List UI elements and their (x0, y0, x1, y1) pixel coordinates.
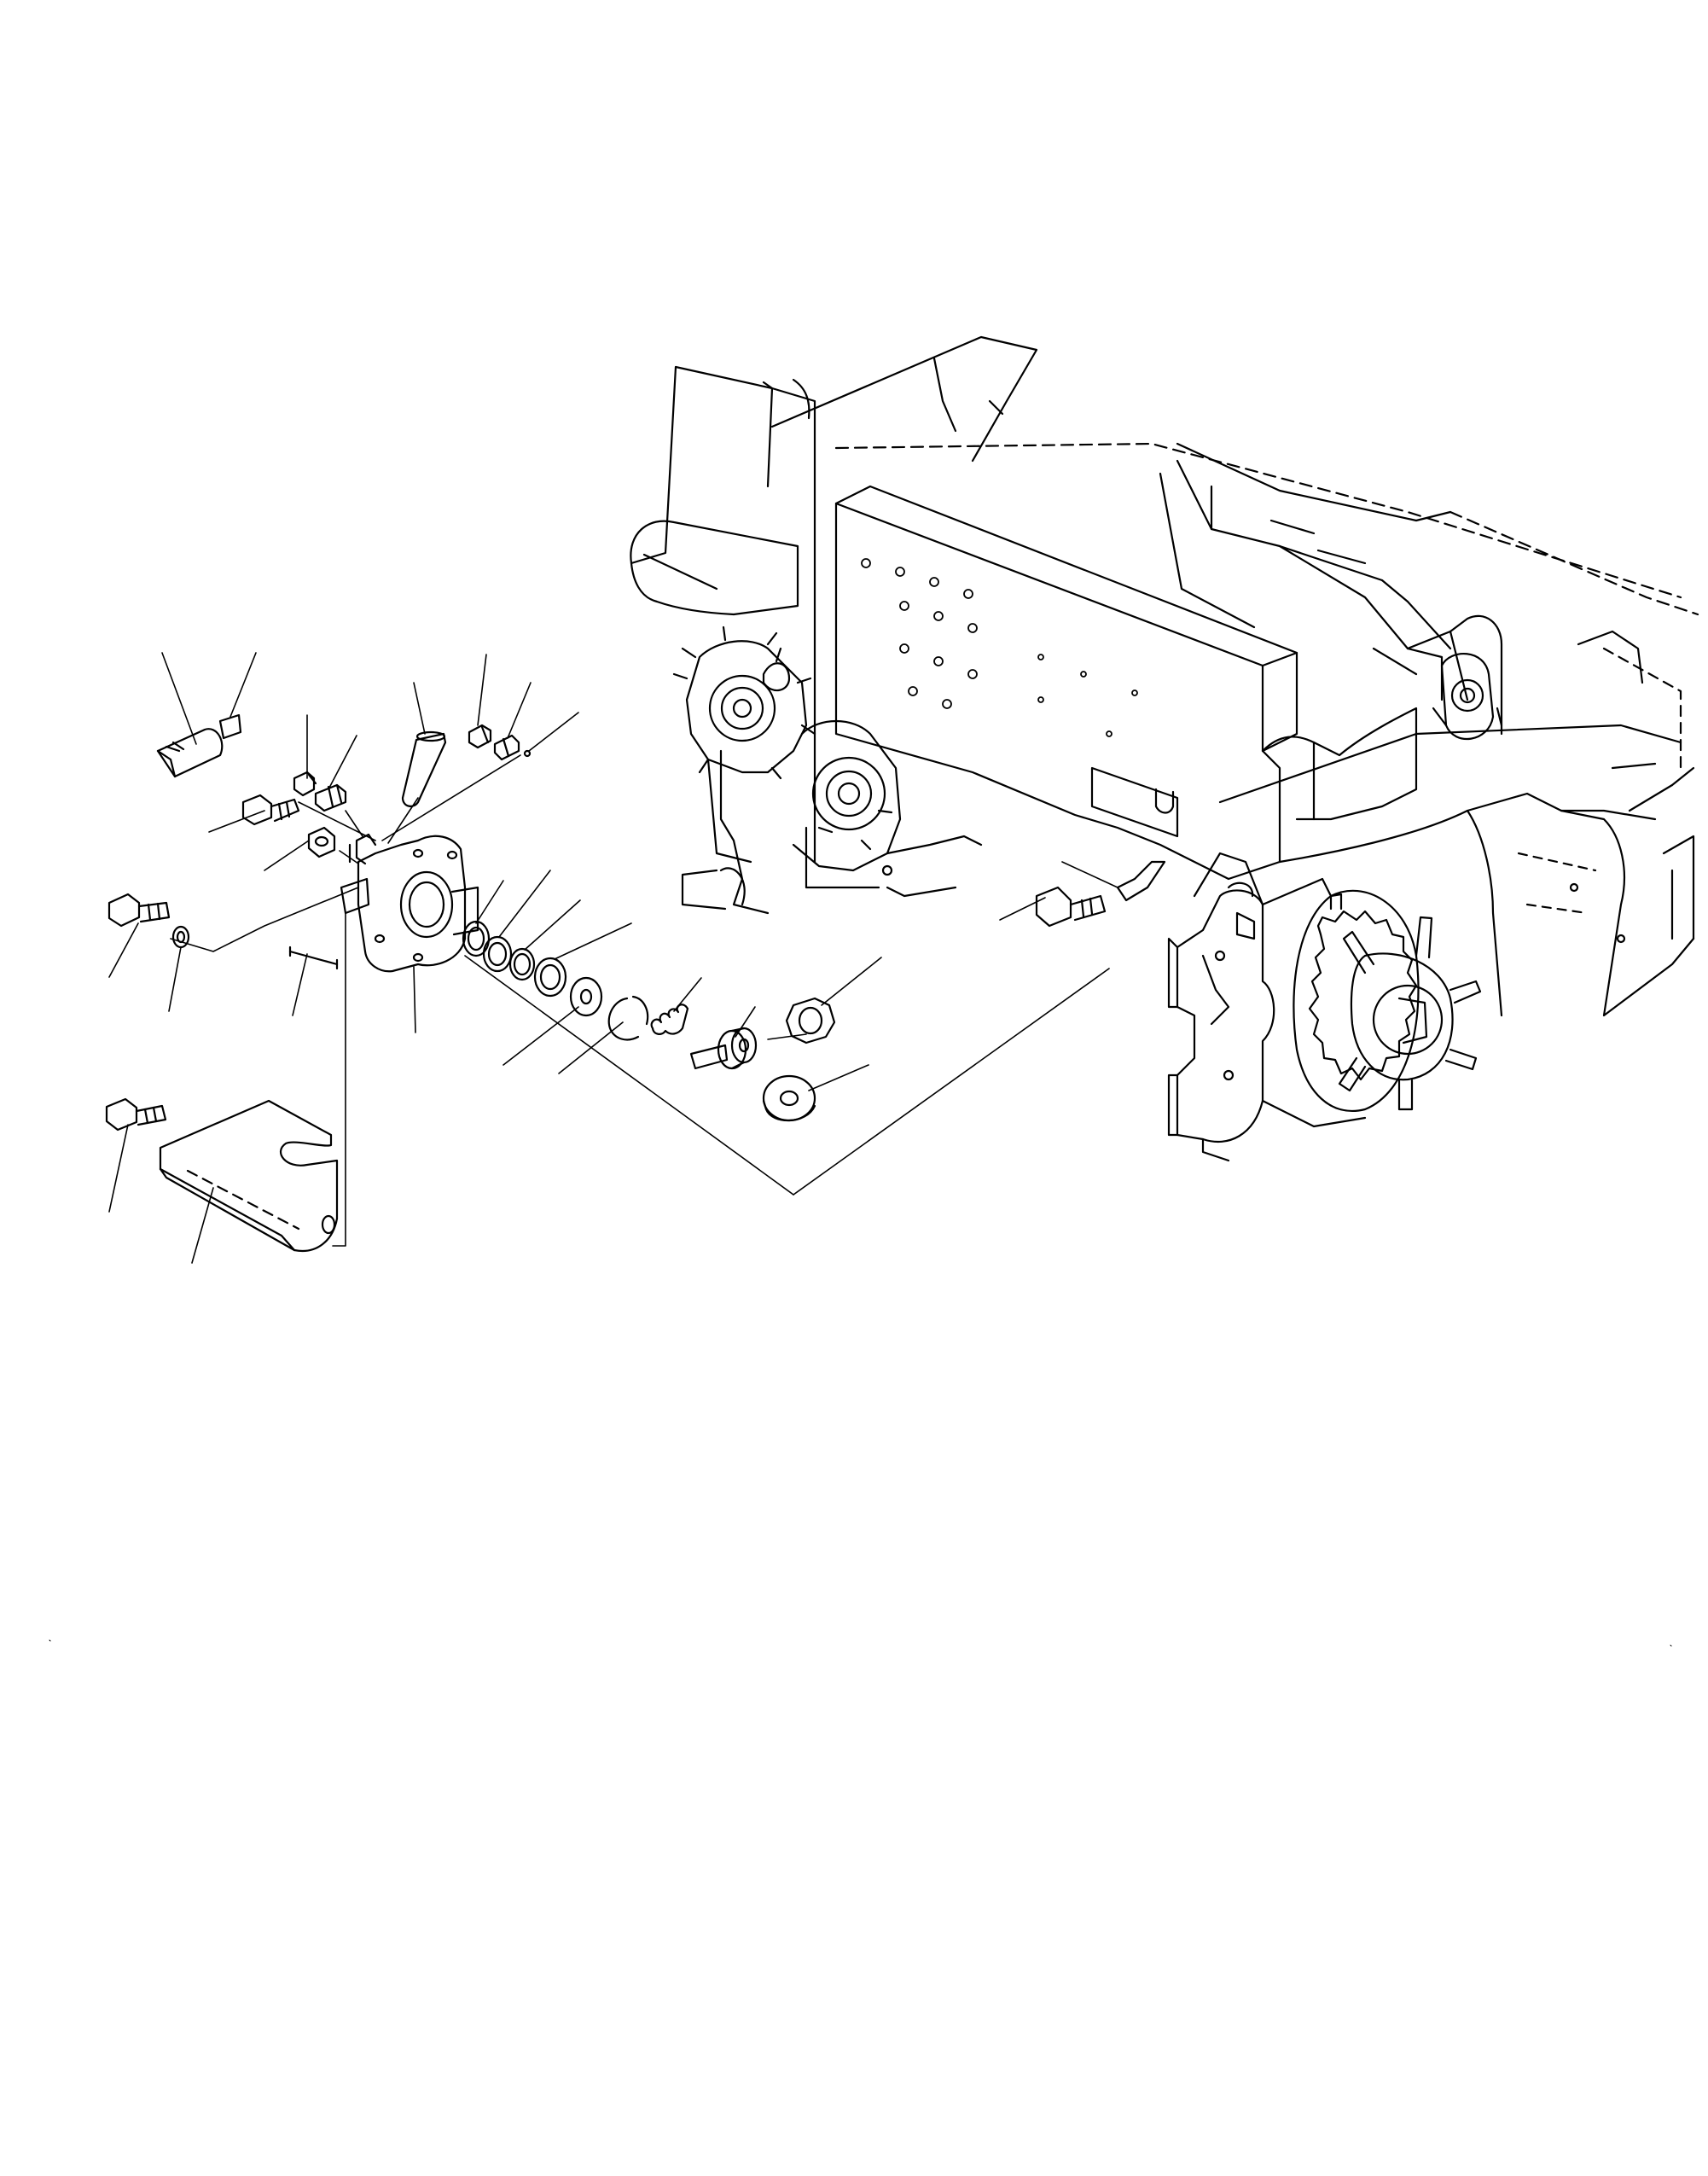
pin-part (401, 732, 447, 807)
snap-ring-part (607, 995, 649, 1041)
grease-fitting-part (468, 724, 492, 749)
seal-ring-part (462, 920, 491, 957)
bolt-part-3 (105, 1097, 138, 1132)
assembly-reference-lines (170, 754, 1110, 1247)
nut-part (307, 826, 336, 858)
right-wheel-hub-assembly (1167, 852, 1482, 1162)
flat-washer-part (569, 976, 603, 1017)
hex-washer-part (785, 997, 836, 1044)
exploded-parts (105, 713, 836, 1253)
grease-fitting-part-2 (493, 734, 520, 761)
left-wheel-hub-assembly (672, 625, 983, 915)
shaft-part (689, 1044, 729, 1070)
bolt-part (241, 794, 273, 826)
seal-ring-part-2 (482, 935, 513, 973)
bearing-housing-part (340, 833, 479, 973)
page-corner-marks (49, 1639, 1672, 1647)
cover-plate-part (159, 1099, 339, 1253)
axle-frame-assembly (630, 335, 1699, 1017)
plate-bolt-and-tag (1035, 860, 1166, 928)
callout-leader-lines (108, 652, 1118, 1264)
dowel-pin-part (288, 950, 339, 966)
seal-ring-part-3 (508, 947, 536, 981)
fitting-part (293, 771, 316, 797)
spring-part (650, 1004, 689, 1035)
tag-part (218, 713, 242, 740)
nozzle-part (156, 728, 224, 778)
bearing-ring-part (533, 957, 567, 998)
washer-part (171, 925, 190, 949)
bolt-part-2 (107, 893, 141, 928)
